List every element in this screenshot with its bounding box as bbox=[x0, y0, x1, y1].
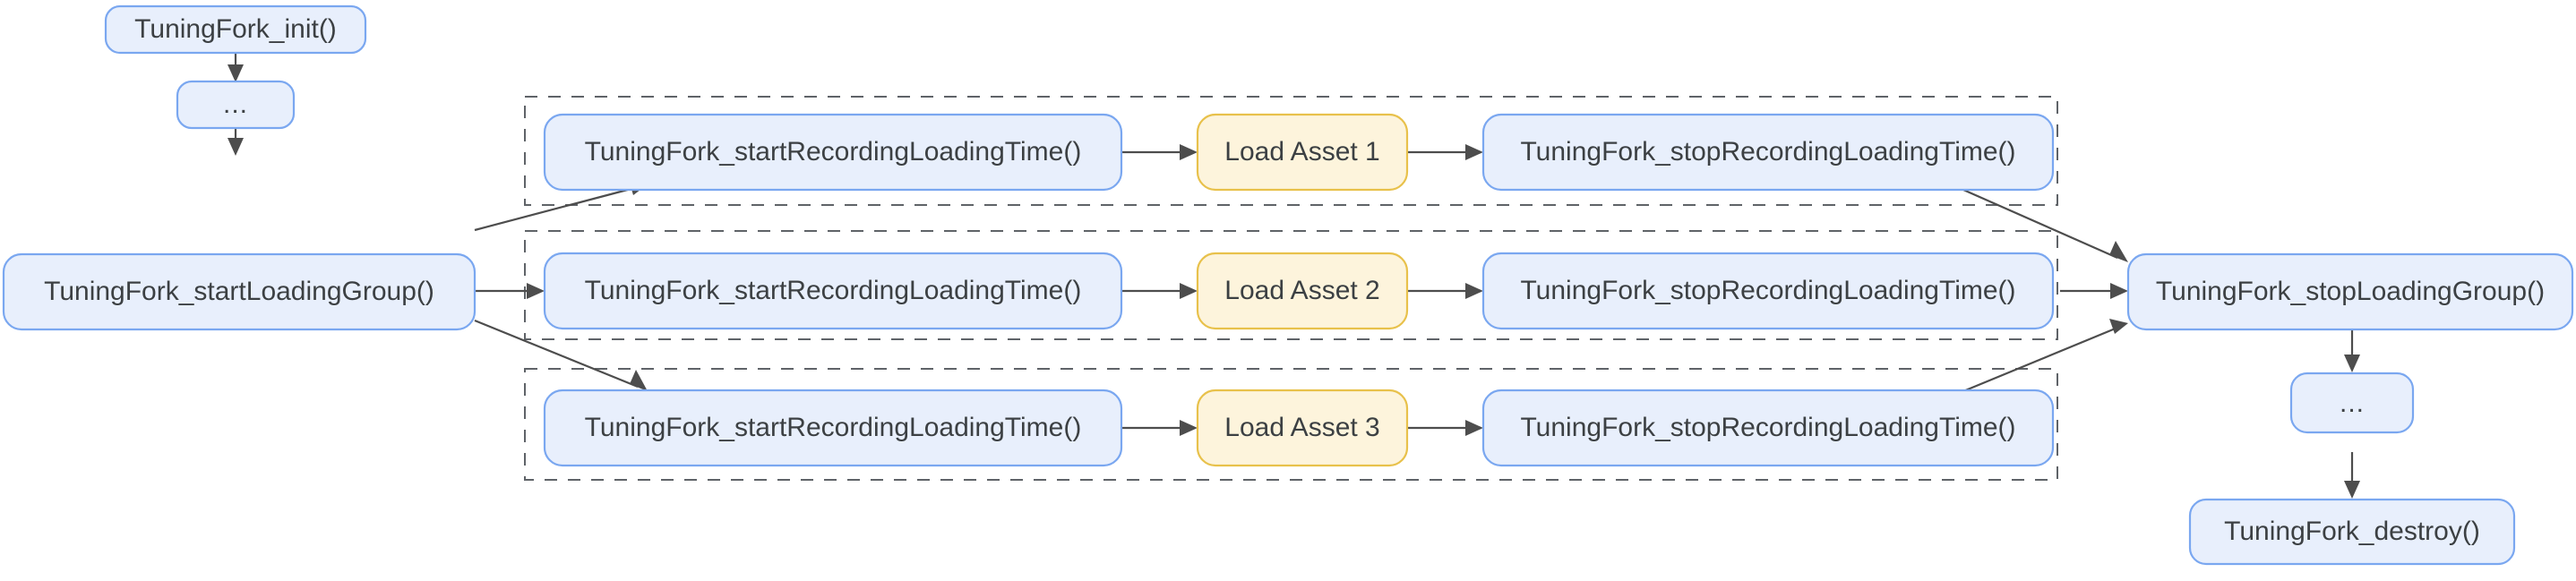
edge-ellipsis-top-to-start-loading-group bbox=[228, 125, 244, 156]
node-ellipsis-top-label: ... bbox=[223, 90, 248, 119]
node-tuningfork-init[interactable]: TuningFork_init() bbox=[104, 4, 367, 55]
edge-stop-recording-1-to-stop-loading-group bbox=[1962, 188, 2128, 262]
node-tuningfork-startrecordingloadingtime-1[interactable]: TuningFork_startRecordingLoadingTime() bbox=[543, 113, 1123, 192]
node-load-asset-3-label: Load Asset 3 bbox=[1224, 413, 1379, 442]
node-tuningfork-stoprecordingloadingtime-3-label: TuningFork_stopRecordingLoadingTime() bbox=[1520, 413, 2015, 442]
node-tuningfork-stoprecordingloadingtime-2-label: TuningFork_stopRecordingLoadingTime() bbox=[1520, 276, 2015, 305]
node-tuningfork-destroy[interactable]: TuningFork_destroy() bbox=[2188, 498, 2516, 566]
edge-stop-recording-3-to-stop-loading-group bbox=[1962, 319, 2128, 393]
node-tuningfork-init-label: TuningFork_init() bbox=[134, 14, 337, 44]
node-tuningfork-stoprecordingloadingtime-1-rect[interactable] bbox=[1481, 113, 2055, 192]
edge-start-loading-group-to-start-recording-2 bbox=[475, 283, 545, 299]
node-tuningfork-startrecordingloadingtime-3[interactable]: TuningFork_startRecordingLoadingTime() bbox=[543, 389, 1123, 467]
node-tuningfork-init-rect[interactable] bbox=[104, 4, 367, 55]
node-load-asset-3-rect[interactable] bbox=[1196, 389, 1409, 467]
node-load-asset-2-rect[interactable] bbox=[1196, 252, 1409, 330]
edge-stop-recording-2-to-stop-loading-group bbox=[2060, 283, 2128, 299]
node-tuningfork-startrecordingloadingtime-3-label: TuningFork_startRecordingLoadingTime() bbox=[585, 413, 1082, 442]
node-tuningfork-startrecordingloadingtime-2-label: TuningFork_startRecordingLoadingTime() bbox=[585, 276, 1082, 305]
node-tuningfork-stoprecordingloadingtime-3[interactable]: TuningFork_stopRecordingLoadingTime() bbox=[1481, 389, 2055, 467]
node-tuningfork-stoploadinggroup[interactable]: TuningFork_stopLoadingGroup() bbox=[2126, 252, 2574, 331]
edge-stop-loading-group-to-ellipsis-bottom bbox=[2344, 329, 2360, 372]
node-tuningfork-stoprecordingloadingtime-2[interactable]: TuningFork_stopRecordingLoadingTime() bbox=[1481, 252, 2055, 330]
node-ellipsis-bottom-rect[interactable] bbox=[2289, 372, 2415, 434]
edge-init-to-ellipsis-top bbox=[228, 51, 244, 82]
node-tuningfork-stoprecordingloadingtime-2-rect[interactable] bbox=[1481, 252, 2055, 330]
node-ellipsis-top[interactable]: ... bbox=[176, 80, 296, 130]
node-load-asset-1-rect[interactable] bbox=[1196, 113, 1409, 192]
node-tuningfork-stoploadinggroup-rect[interactable] bbox=[2126, 252, 2574, 331]
cluster-asset-group-1 bbox=[524, 96, 2058, 206]
cluster-asset-group-3 bbox=[524, 368, 2058, 481]
node-ellipsis-bottom[interactable]: ... bbox=[2289, 372, 2415, 434]
node-load-asset-3[interactable]: Load Asset 3 bbox=[1196, 389, 1409, 467]
node-tuningfork-startrecordingloadingtime-2[interactable]: TuningFork_startRecordingLoadingTime() bbox=[543, 252, 1123, 330]
edge-load-asset-2-to-stop-recording-2 bbox=[1407, 283, 1483, 299]
edge-start-loading-group-to-start-recording-3 bbox=[474, 319, 648, 391]
node-tuningfork-startrecordingloadingtime-1-label: TuningFork_startRecordingLoadingTime() bbox=[585, 137, 1082, 167]
node-tuningfork-startloadinggroup-rect[interactable] bbox=[2, 252, 477, 331]
node-ellipsis-top-rect[interactable] bbox=[176, 80, 296, 130]
node-load-asset-1[interactable]: Load Asset 1 bbox=[1196, 113, 1409, 192]
node-tuningfork-stoploadinggroup-label: TuningFork_stopLoadingGroup() bbox=[2156, 277, 2545, 306]
node-tuningfork-startrecordingloadingtime-3-rect[interactable] bbox=[543, 389, 1123, 467]
node-tuningfork-startrecordingloadingtime-2-rect[interactable] bbox=[543, 252, 1123, 330]
node-tuningfork-stoprecordingloadingtime-1[interactable]: TuningFork_stopRecordingLoadingTime() bbox=[1481, 113, 2055, 192]
node-tuningfork-stoprecordingloadingtime-1-label: TuningFork_stopRecordingLoadingTime() bbox=[1520, 137, 2015, 167]
edge-load-asset-1-to-stop-recording-1 bbox=[1407, 144, 1483, 160]
cluster-asset-group-2 bbox=[524, 230, 2058, 340]
edge-ellipsis-bottom-to-destroy bbox=[2344, 452, 2360, 499]
edge-load-asset-3-to-stop-recording-3 bbox=[1407, 420, 1483, 436]
node-ellipsis-bottom-label: ... bbox=[2340, 389, 2365, 418]
node-tuningfork-destroy-label: TuningFork_destroy() bbox=[2224, 517, 2480, 546]
node-load-asset-1-label: Load Asset 1 bbox=[1224, 137, 1379, 167]
node-tuningfork-stoprecordingloadingtime-3-rect[interactable] bbox=[1481, 389, 2055, 467]
edge-start-recording-3-to-load-asset-3 bbox=[1121, 420, 1198, 436]
node-tuningfork-startloadinggroup-label: TuningFork_startLoadingGroup() bbox=[44, 277, 434, 306]
node-load-asset-2-label: Load Asset 2 bbox=[1224, 276, 1379, 305]
edge-start-recording-1-to-load-asset-1 bbox=[1121, 144, 1198, 160]
edge-start-recording-2-to-load-asset-2 bbox=[1121, 283, 1198, 299]
node-tuningfork-startloadinggroup[interactable]: TuningFork_startLoadingGroup() bbox=[2, 252, 477, 331]
node-tuningfork-destroy-rect[interactable] bbox=[2188, 498, 2516, 566]
node-load-asset-2[interactable]: Load Asset 2 bbox=[1196, 252, 1409, 330]
node-tuningfork-startrecordingloadingtime-1-rect[interactable] bbox=[543, 113, 1123, 192]
